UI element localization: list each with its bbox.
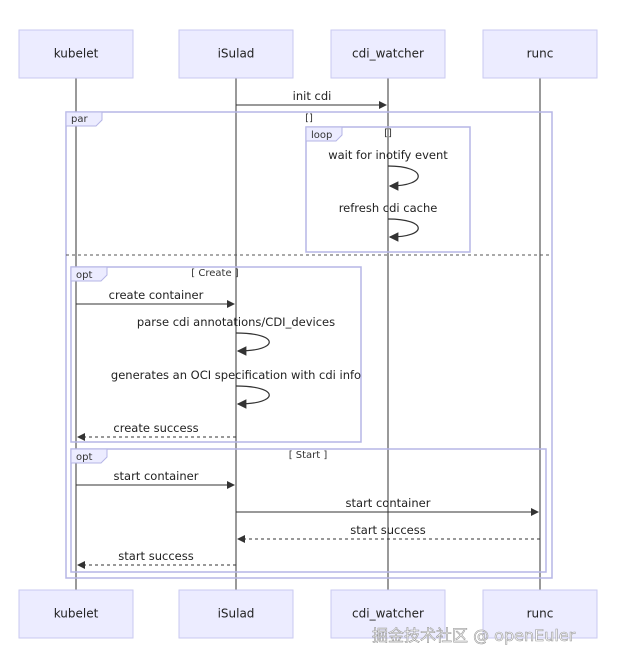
watermark: 掘金技术社区 @ openEuler	[372, 626, 576, 645]
message-refresh-cache-loop	[387, 218, 419, 242]
frame-loop-label: loop	[311, 130, 332, 141]
actor-cdi-watcher-bottom: cdi_watcher	[330, 589, 446, 639]
frame-par-condition: []	[305, 113, 313, 124]
actor-label: iSulad	[218, 47, 255, 61]
message-start-container-2-label: start container	[346, 496, 431, 510]
message-parse-annotations-loop	[235, 332, 270, 356]
message-create-container-label: create container	[109, 288, 204, 302]
message-parse-annotations-label: parse cdi annotations/CDI_devices	[137, 315, 335, 329]
actor-label: kubelet	[54, 607, 99, 621]
message-create-success-label: create success	[113, 421, 198, 435]
frame-par-label: par	[71, 114, 88, 125]
actor-cdi-watcher-top: cdi_watcher	[330, 29, 446, 79]
actor-kubelet-bottom: kubelet	[18, 589, 134, 639]
message-wait-inotify-loop	[387, 165, 419, 191]
actor-label: cdi_watcher	[352, 607, 424, 621]
frame-opt-create: opt [ Create ]	[70, 266, 362, 443]
frame-par: par []	[65, 111, 553, 579]
message-start-success-2-label: start success	[118, 549, 193, 563]
actor-label: runc	[527, 607, 554, 621]
frame-opt-start-label: opt	[76, 452, 92, 463]
actor-runc-top: runc	[482, 29, 598, 79]
actor-label: iSulad	[218, 607, 255, 621]
actor-runc-bottom: runc	[482, 589, 598, 639]
frame-opt-create-condition: [ Create ]	[191, 268, 238, 279]
message-start-success-1-label: start success	[350, 523, 425, 537]
frame-opt-start-condition: [ Start ]	[289, 450, 328, 461]
frame-opt-start: opt [ Start ]	[70, 448, 547, 573]
message-generate-oci-loop	[235, 385, 270, 409]
actor-label: kubelet	[54, 47, 99, 61]
message-start-container-1-label: start container	[114, 469, 199, 483]
frame-loop: loop []	[305, 126, 471, 253]
message-wait-inotify-label: wait for inotify event	[328, 148, 448, 162]
frame-loop-condition: []	[384, 128, 392, 139]
actor-label: runc	[527, 47, 554, 61]
actor-isulad-bottom: iSulad	[178, 589, 294, 639]
message-refresh-cache-label: refresh cdi cache	[339, 201, 438, 215]
actor-kubelet-top: kubelet	[18, 29, 134, 79]
message-init-cdi-label: init cdi	[293, 89, 332, 103]
actor-label: cdi_watcher	[352, 47, 424, 61]
frame-opt-create-label: opt	[76, 270, 92, 281]
message-generate-oci-label: generates an OCI specification with cdi …	[111, 368, 361, 382]
actor-isulad-top: iSulad	[178, 29, 294, 79]
